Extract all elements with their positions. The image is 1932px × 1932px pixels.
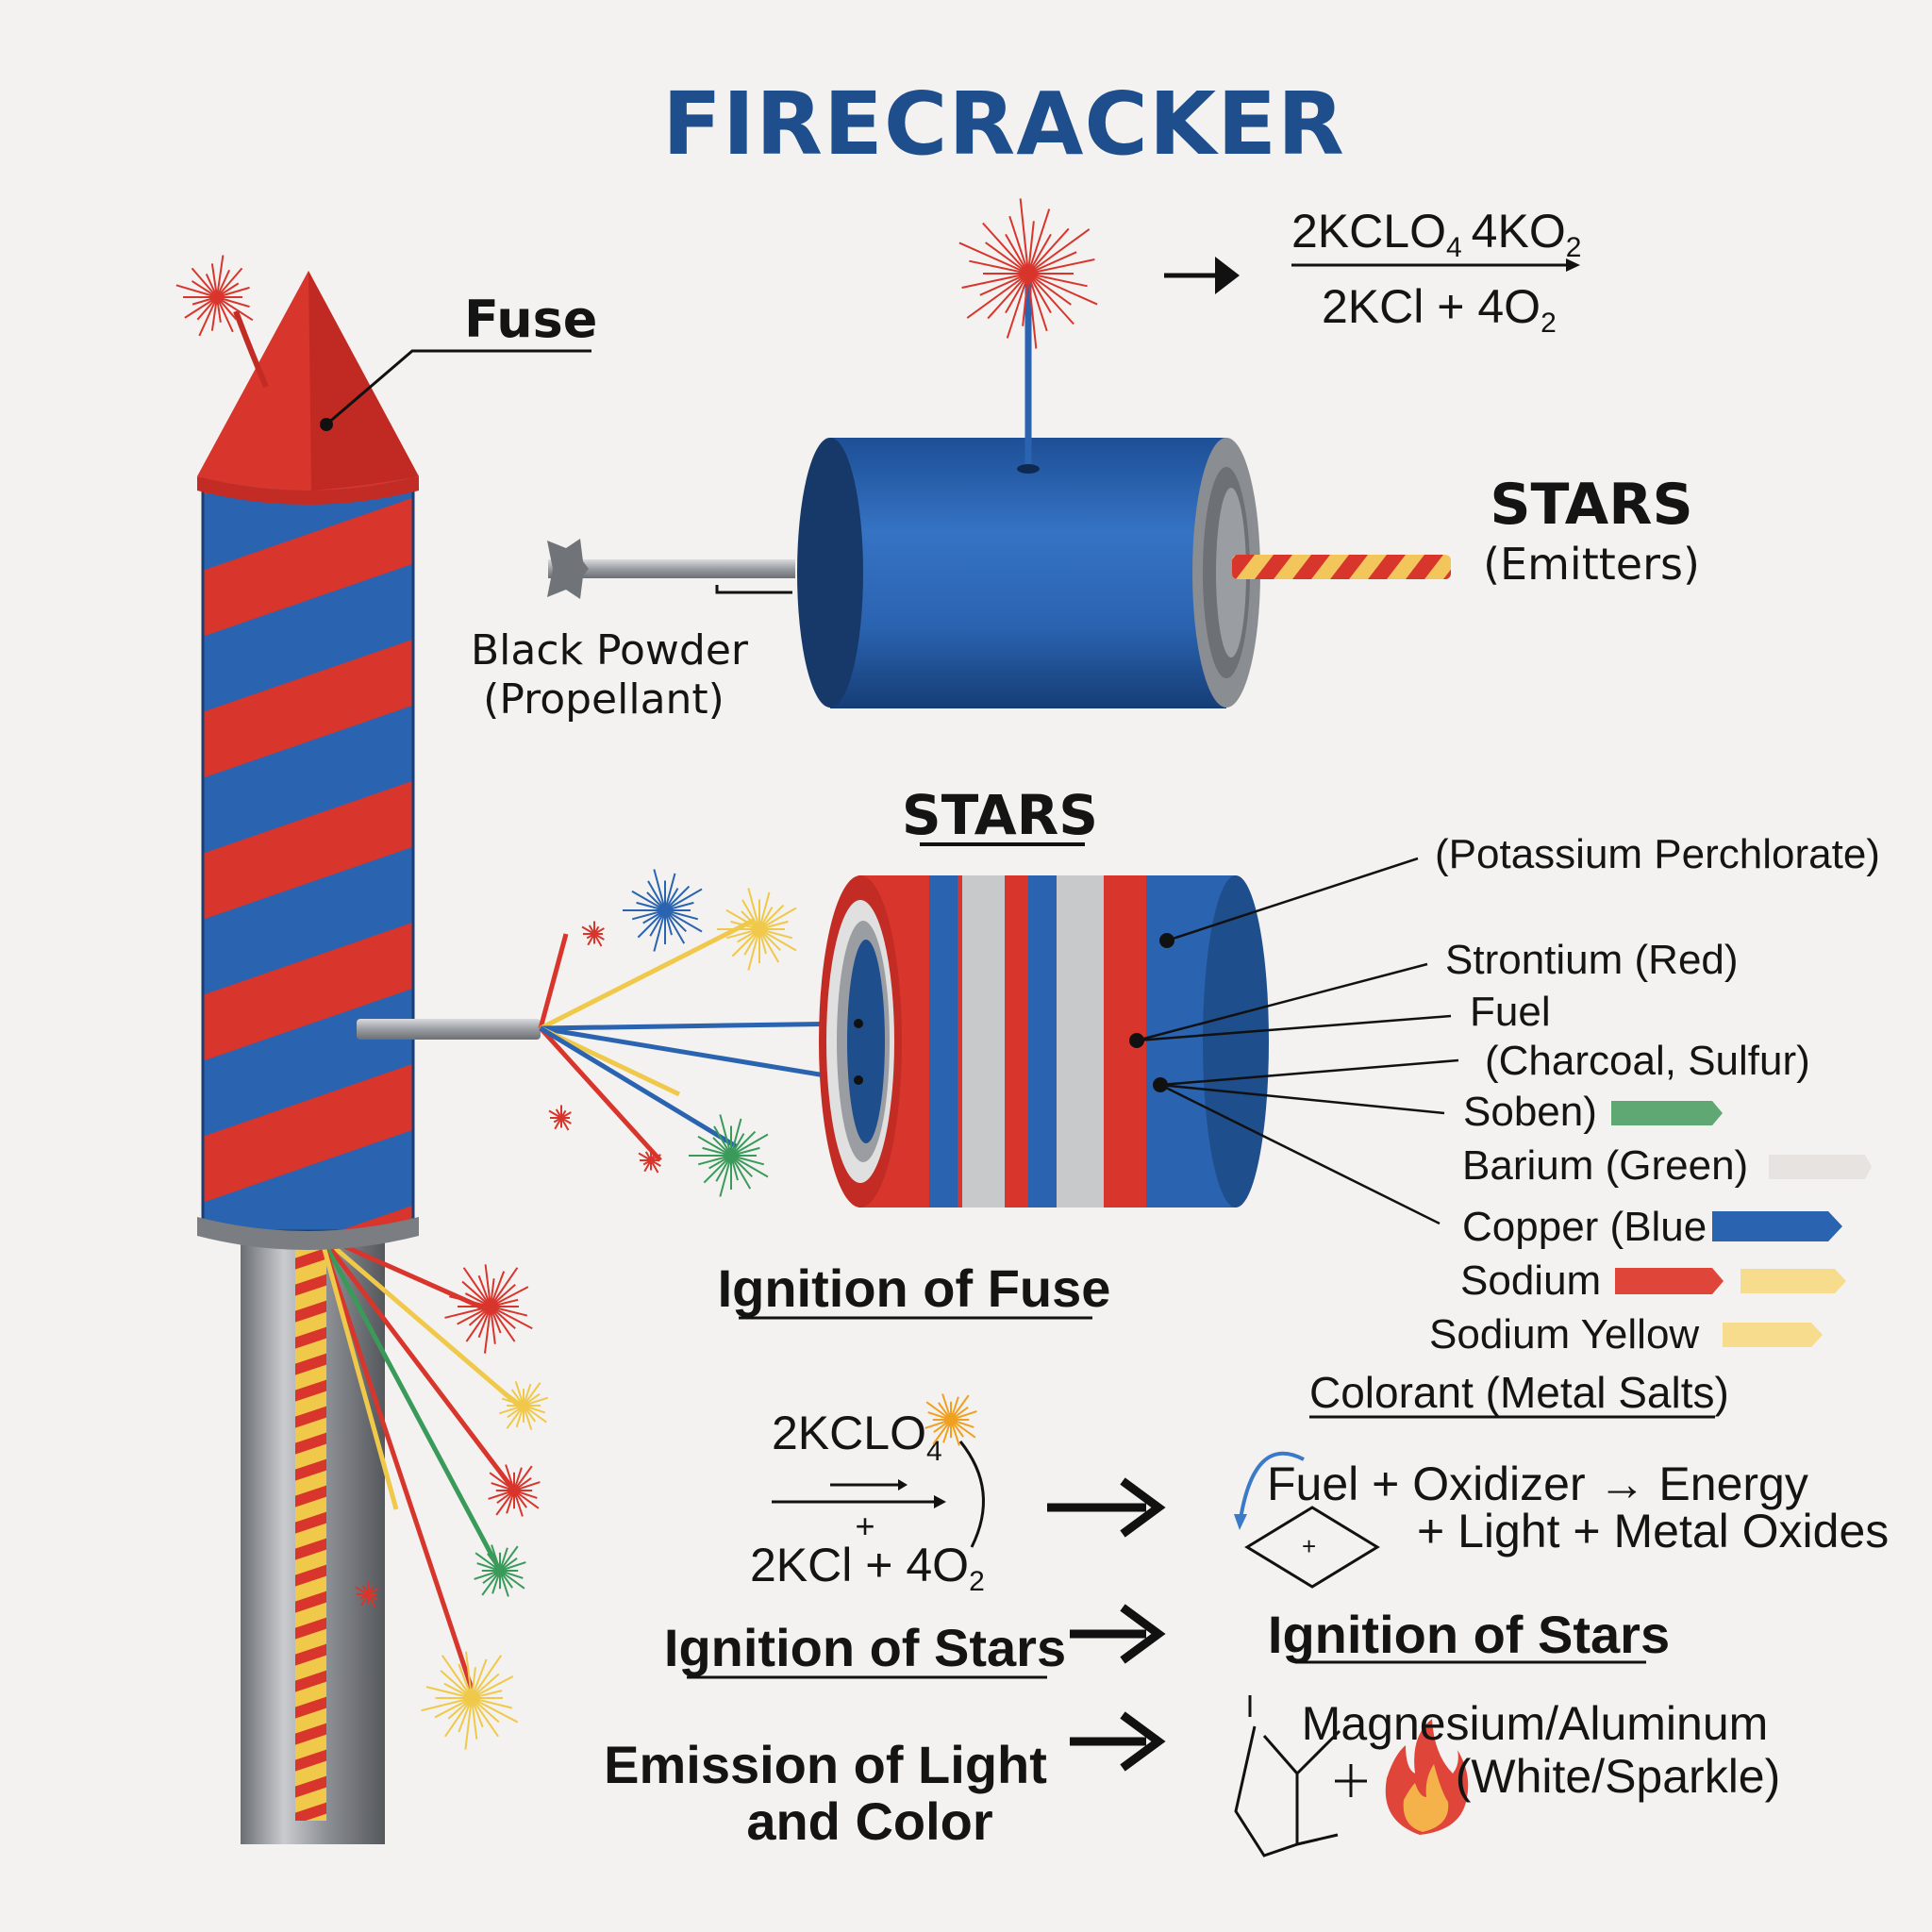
process-flow: Ignition of Fuse 2KCLO4 + 2KCl + 4O2 Fue… xyxy=(604,1258,1889,1857)
svg-text:+: + xyxy=(1302,1532,1316,1560)
arrow-icon xyxy=(1070,1604,1166,1664)
sparkle-icon xyxy=(581,921,605,947)
stars-title: STARS xyxy=(902,783,1098,847)
white-swatch xyxy=(1769,1155,1872,1179)
mid-equation: 2KCLO4 + 2KCl + 4O2 xyxy=(750,1393,985,1597)
ignition-of-fuse-label: Ignition of Fuse xyxy=(718,1258,1111,1318)
rocket-stripe xyxy=(203,639,413,778)
page-title: FIRECRACKER xyxy=(662,74,1345,175)
ignition-of-stars-right: Ignition of Stars xyxy=(1268,1605,1670,1664)
sparkle-icon xyxy=(499,1381,548,1430)
sparkle-icon xyxy=(474,1544,526,1597)
sparkle-icon xyxy=(548,1105,572,1131)
sparkle-icon xyxy=(689,1114,769,1197)
stars-emitters-title: STARS xyxy=(1490,472,1692,538)
red-swatch xyxy=(1615,1268,1724,1294)
rocket-side-rod xyxy=(357,1019,541,1040)
svg-text:+: + xyxy=(855,1507,874,1545)
sparkle-icon xyxy=(175,255,254,337)
rocket: Fuse xyxy=(175,255,597,1844)
rocket-collar xyxy=(197,1217,419,1250)
rocket-wick xyxy=(233,309,269,389)
composition-item: Strontium (Red) xyxy=(1445,937,1739,983)
propellant-cap-icon xyxy=(547,539,589,599)
ignition-of-stars-left: Ignition of Stars xyxy=(664,1618,1066,1677)
sparkle-icon xyxy=(488,1464,541,1517)
composition-list: (Potassium Perchlorate) Strontium (Red) … xyxy=(1309,831,1880,1419)
emission-label-2: and Color xyxy=(746,1791,992,1851)
magnesium-label: Magnesium/Aluminum xyxy=(1302,1697,1769,1750)
stars-canister: STARS xyxy=(538,783,1459,1225)
rocket-stripe xyxy=(203,1063,413,1203)
composition-item: Copper (Blue xyxy=(1462,1204,1707,1250)
reaction-line-2: + Light + Metal Oxides xyxy=(1417,1505,1889,1557)
blue-swatch xyxy=(1712,1211,1842,1241)
arrow-icon xyxy=(1047,1477,1166,1538)
sparkle-icon xyxy=(958,198,1098,349)
composition-leader-lines xyxy=(1136,857,1459,1225)
white-sparkle-label: (White/Sparkle) xyxy=(1456,1750,1781,1803)
composition-item: (Charcoal, Sulfur) xyxy=(1485,1038,1810,1084)
composition-item: Sodium Yellow xyxy=(1429,1311,1699,1357)
sparkle-icon xyxy=(623,869,703,952)
fuse-leader-line xyxy=(325,349,591,426)
sparkle-icon xyxy=(444,1264,533,1354)
fire-icon xyxy=(1385,1719,1469,1835)
composition-item: Soben) xyxy=(1463,1089,1597,1135)
black-powder-label: Black Powder xyxy=(471,626,749,675)
green-swatch xyxy=(1611,1101,1723,1125)
svg-text:2KCl + 4O2: 2KCl + 4O2 xyxy=(1322,280,1557,339)
curved-arrow-icon xyxy=(1239,1451,1305,1520)
reaction-diamond-icon xyxy=(1244,1506,1380,1589)
sparkle-icon xyxy=(355,1581,378,1607)
arrow-icon xyxy=(1164,257,1240,294)
composition-item: Sodium xyxy=(1460,1257,1601,1304)
rocket-stripe xyxy=(203,780,413,920)
composition-item: Barium (Green) xyxy=(1462,1142,1748,1189)
propellant-canister: Black Powder (Propellant) STARS (Emitter… xyxy=(471,198,1700,724)
fuse-label: Fuse xyxy=(464,290,597,349)
propellant-label: (Propellant) xyxy=(483,675,724,724)
stick-sparks xyxy=(318,1233,548,1750)
rocket-stripe xyxy=(203,497,413,637)
composition-item: (Potassium Perchlorate) xyxy=(1435,831,1880,877)
sparkle-icon xyxy=(638,1147,661,1174)
emission-label-1: Emission of Light xyxy=(604,1735,1047,1794)
arrow-icon xyxy=(1070,1711,1166,1772)
sparkle-icon xyxy=(421,1651,519,1750)
svg-text:2KCLO4: 2KCLO4 xyxy=(772,1407,942,1467)
svg-text:2KCl + 4O2: 2KCl + 4O2 xyxy=(750,1539,985,1597)
sparkle-icon xyxy=(924,1393,977,1446)
yellow-swatch xyxy=(1723,1323,1823,1347)
stars-emitters-subtitle: (Emitters) xyxy=(1483,539,1700,590)
sparkle-icon xyxy=(717,888,797,971)
composition-item: Fuel xyxy=(1470,989,1551,1035)
propellant-body xyxy=(830,438,1226,708)
propellant-rod xyxy=(548,559,795,578)
rocket-stripe xyxy=(203,922,413,1061)
yellow-swatch xyxy=(1740,1269,1846,1293)
reaction-line-1: Fuel + Oxidizer → Energy xyxy=(1267,1457,1808,1510)
colorant-heading: Colorant (Metal Salts) xyxy=(1309,1368,1729,1417)
molecule-icon xyxy=(1234,1695,1367,1857)
